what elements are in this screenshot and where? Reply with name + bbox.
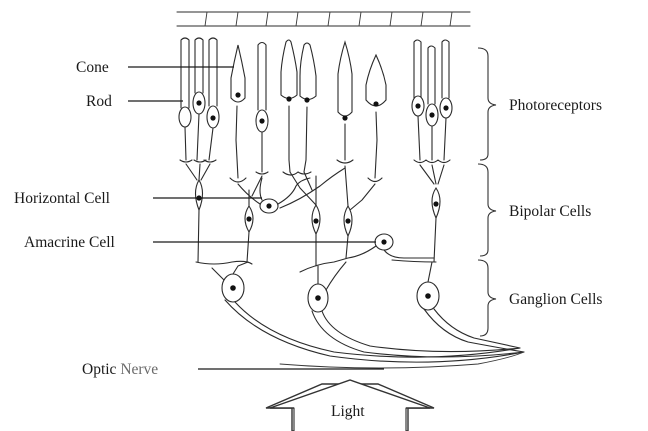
- amacrine-cell: [348, 234, 434, 258]
- rod-group-left: [179, 38, 219, 180]
- label-nerve: Nerve: [120, 361, 158, 378]
- cone-3: [337, 42, 353, 163]
- label-rod: Rod: [86, 93, 112, 110]
- label-amacrine-cell: Amacrine Cell: [24, 234, 115, 251]
- layer-braces: [478, 48, 496, 336]
- ganglion-axons: [225, 300, 524, 368]
- rod-single-a: [256, 43, 268, 175]
- pigment-epithelium: [177, 12, 470, 26]
- label-optic: Optic: [82, 361, 117, 378]
- label-light: Light: [331, 403, 365, 420]
- cone-4: [366, 55, 386, 182]
- ganglion-cells: [212, 262, 439, 312]
- cone-2: [281, 40, 316, 175]
- label-bipolar-cells: Bipolar Cells: [509, 203, 591, 220]
- label-photoreceptors: Photoreceptors: [509, 97, 602, 114]
- label-cone: Cone: [76, 59, 109, 76]
- bipolar-cells: [196, 166, 441, 266]
- label-ganglion-cells: Ganglion Cells: [509, 291, 602, 308]
- label-optic-nerve: Optic Nerve: [82, 361, 158, 378]
- cone-1: [230, 45, 246, 182]
- label-horizontal-cell: Horizontal Cell: [14, 190, 110, 207]
- rod-group-right: [412, 40, 452, 184]
